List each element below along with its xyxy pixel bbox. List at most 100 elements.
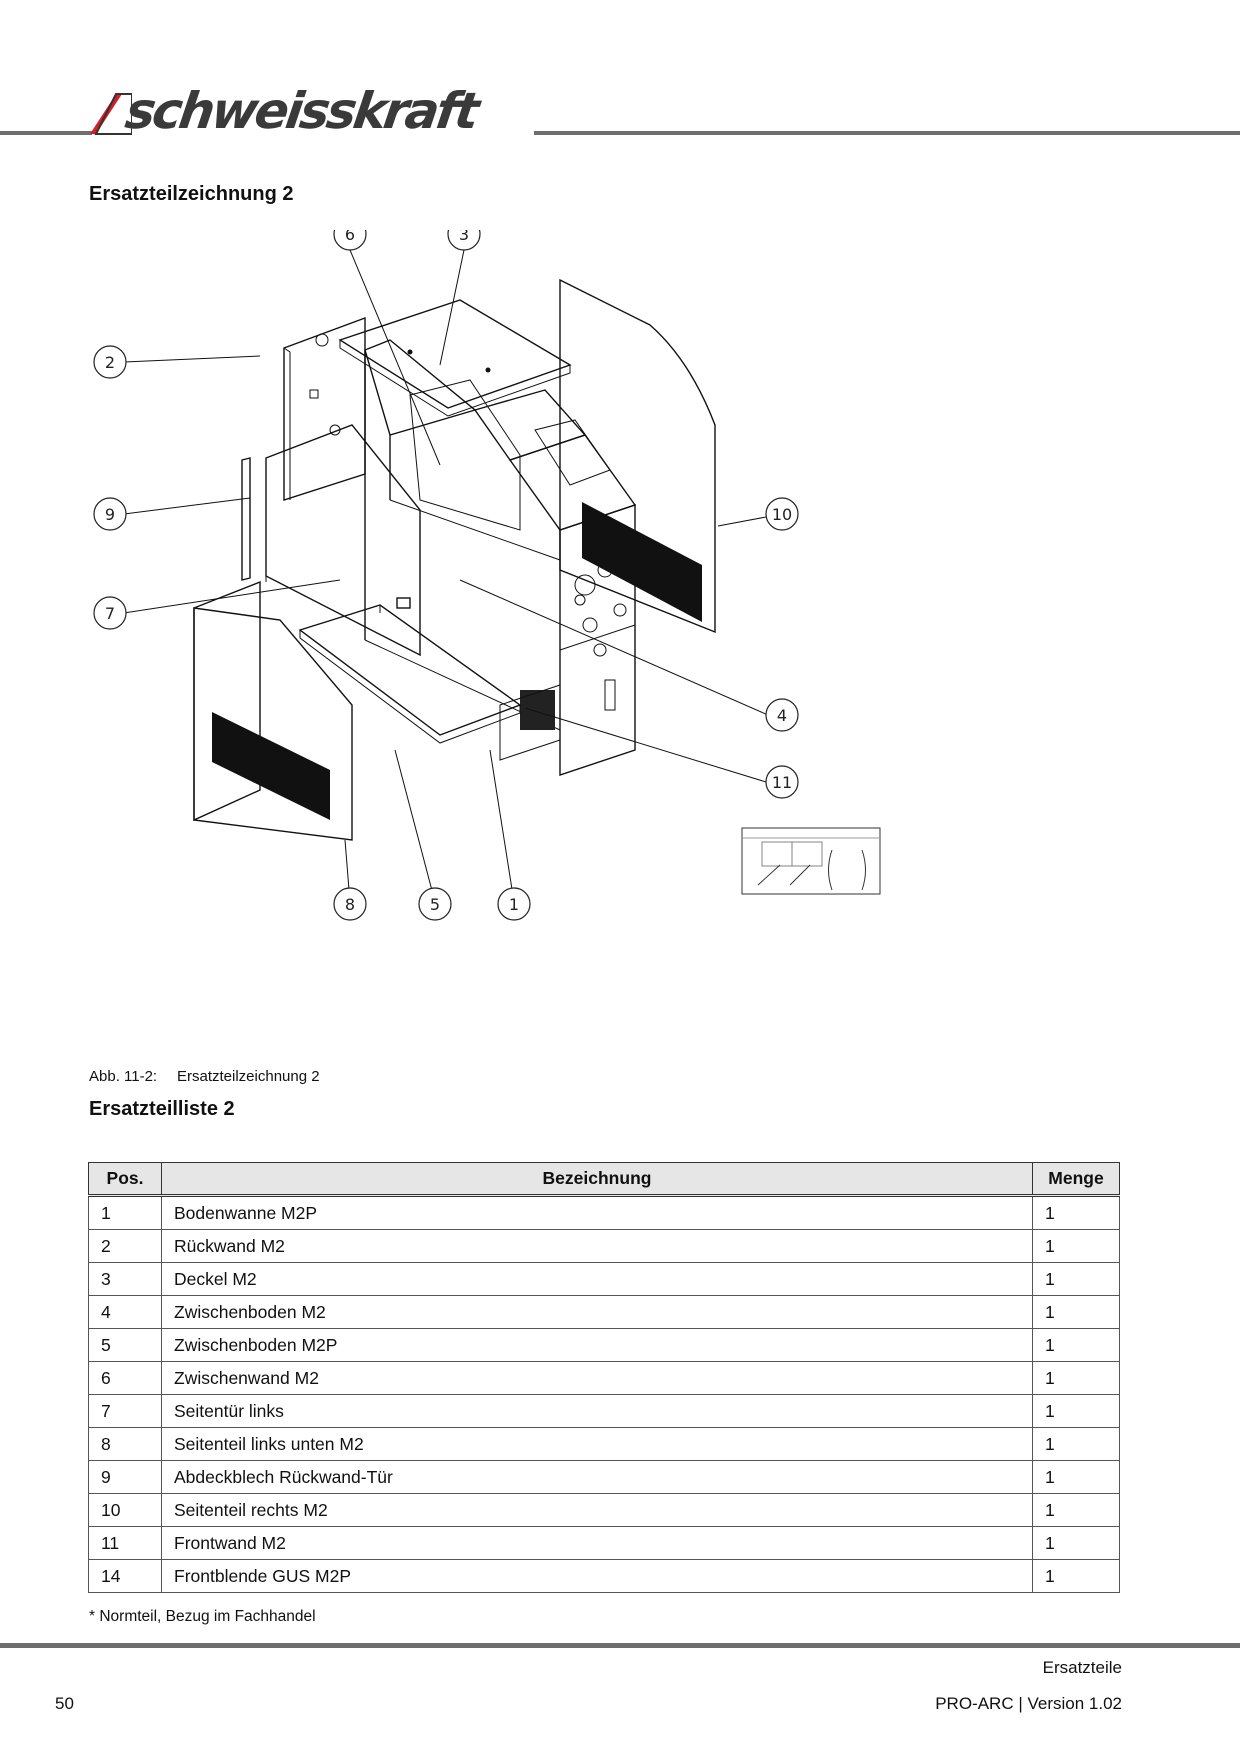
- cell-name: Bodenwanne M2P: [161, 1195, 1033, 1230]
- cell-name: Seitentür links: [161, 1394, 1033, 1428]
- logo-mark-icon: [90, 93, 132, 135]
- callout-6-label: 6: [345, 230, 355, 244]
- callout-11: 11: [765, 765, 799, 799]
- callout-2-label: 2: [105, 353, 115, 372]
- table-header-row: Pos. Bezeichnung Menge: [88, 1162, 1120, 1196]
- cell-pos: 1: [88, 1195, 162, 1230]
- cell-name: Zwischenboden M2P: [161, 1328, 1033, 1362]
- cell-qty: 1: [1032, 1229, 1120, 1263]
- callout-5-label: 5: [430, 895, 440, 914]
- column-header-pos: Pos.: [88, 1162, 162, 1196]
- cell-name: Abdeckblech Rückwand-Tür: [161, 1460, 1033, 1494]
- callout-8-label: 8: [345, 895, 355, 914]
- cell-pos: 5: [88, 1328, 162, 1362]
- callout-11-label: 11: [772, 773, 792, 792]
- cell-name: Zwischenwand M2: [161, 1361, 1033, 1395]
- cell-pos: 9: [88, 1460, 162, 1494]
- cell-qty: 1: [1032, 1526, 1120, 1560]
- part-front-wall: [499, 684, 561, 761]
- cell-name: Frontwand M2: [161, 1526, 1033, 1560]
- cell-pos: 6: [88, 1361, 162, 1395]
- column-header-name: Bezeichnung: [161, 1162, 1033, 1196]
- cell-name: Seitenteil links unten M2: [161, 1427, 1033, 1461]
- header-rule-right: [534, 131, 1240, 135]
- cell-qty: 1: [1032, 1262, 1120, 1296]
- callout-7-label: 7: [105, 604, 115, 623]
- cell-name: Frontblende GUS M2P: [161, 1559, 1033, 1593]
- cell-pos: 14: [88, 1559, 162, 1593]
- column-header-qty: Menge: [1032, 1162, 1120, 1196]
- drawing-title: Ersatzteilzeichnung 2: [89, 183, 294, 205]
- callout-5: 5: [418, 887, 452, 921]
- cell-qty: 1: [1032, 1361, 1120, 1395]
- callout-10-label: 10: [772, 505, 792, 524]
- callout-8: 8: [333, 887, 367, 921]
- callout-7: 7: [93, 596, 127, 630]
- cell-name: Seitenteil rechts M2: [161, 1493, 1033, 1527]
- header-rule-left: [0, 131, 92, 135]
- footer-section-name: Ersatzteile: [1042, 1658, 1122, 1677]
- exploded-drawing: 6 3 2 9 7 10 4 11 8 5 1: [93, 230, 881, 921]
- callout-4-label: 4: [777, 706, 787, 725]
- footnote: * Normteil, Bezug im Fachhandel: [89, 1608, 316, 1625]
- callout-10: 10: [765, 497, 799, 531]
- cell-pos: 10: [88, 1493, 162, 1527]
- figure-caption-text: Ersatzteilzeichnung 2: [177, 1068, 320, 1085]
- callout-9-label: 9: [105, 505, 115, 524]
- figure-number: Abb. 11-2:: [89, 1068, 158, 1085]
- cell-qty: 1: [1032, 1295, 1120, 1329]
- page-number: 50: [55, 1694, 74, 1713]
- document-version: PRO-ARC | Version 1.02: [935, 1694, 1122, 1713]
- callout-2: 2: [93, 345, 127, 379]
- cell-pos: 11: [88, 1526, 162, 1560]
- part-side-door: [265, 424, 421, 657]
- part-left-side-lower: [193, 580, 353, 841]
- cell-name: Zwischenboden M2: [161, 1295, 1033, 1329]
- cell-qty: 1: [1032, 1328, 1120, 1362]
- cell-pos: 4: [88, 1295, 162, 1329]
- callout-1-label: 1: [509, 895, 519, 914]
- cell-qty: 1: [1032, 1394, 1120, 1428]
- cell-pos: 7: [88, 1394, 162, 1428]
- cell-name: Rückwand M2: [161, 1229, 1033, 1263]
- list-title: Ersatzteilliste 2: [89, 1098, 235, 1120]
- callout-3-label: 3: [459, 230, 469, 244]
- part-cover-strip: [241, 457, 251, 581]
- part-rear-wall: [283, 316, 366, 501]
- cell-pos: 8: [88, 1427, 162, 1461]
- tolerance-stamp: [741, 827, 881, 895]
- cell-pos: 3: [88, 1262, 162, 1296]
- cell-pos: 2: [88, 1229, 162, 1263]
- cell-qty: 1: [1032, 1195, 1120, 1230]
- logo-wordmark: schweisskraft: [121, 82, 481, 140]
- part-bottom-shelf: [298, 604, 522, 744]
- callout-3: 3: [447, 230, 481, 251]
- callout-4: 4: [765, 698, 799, 732]
- brand-logo: schweisskraft: [88, 82, 538, 140]
- cell-qty: 1: [1032, 1460, 1120, 1494]
- callout-6: 6: [333, 230, 367, 251]
- cell-name: Deckel M2: [161, 1262, 1033, 1296]
- cell-qty: 1: [1032, 1427, 1120, 1461]
- callout-9: 9: [93, 497, 127, 531]
- cell-qty: 1: [1032, 1559, 1120, 1593]
- part-right-side: [559, 278, 716, 634]
- footer-rule: [0, 1643, 1240, 1648]
- part-lid: [338, 299, 572, 417]
- callout-1: 1: [497, 887, 531, 921]
- figure-caption: Abb. 11-2: Ersatzteilzeichnung 2: [89, 1068, 320, 1085]
